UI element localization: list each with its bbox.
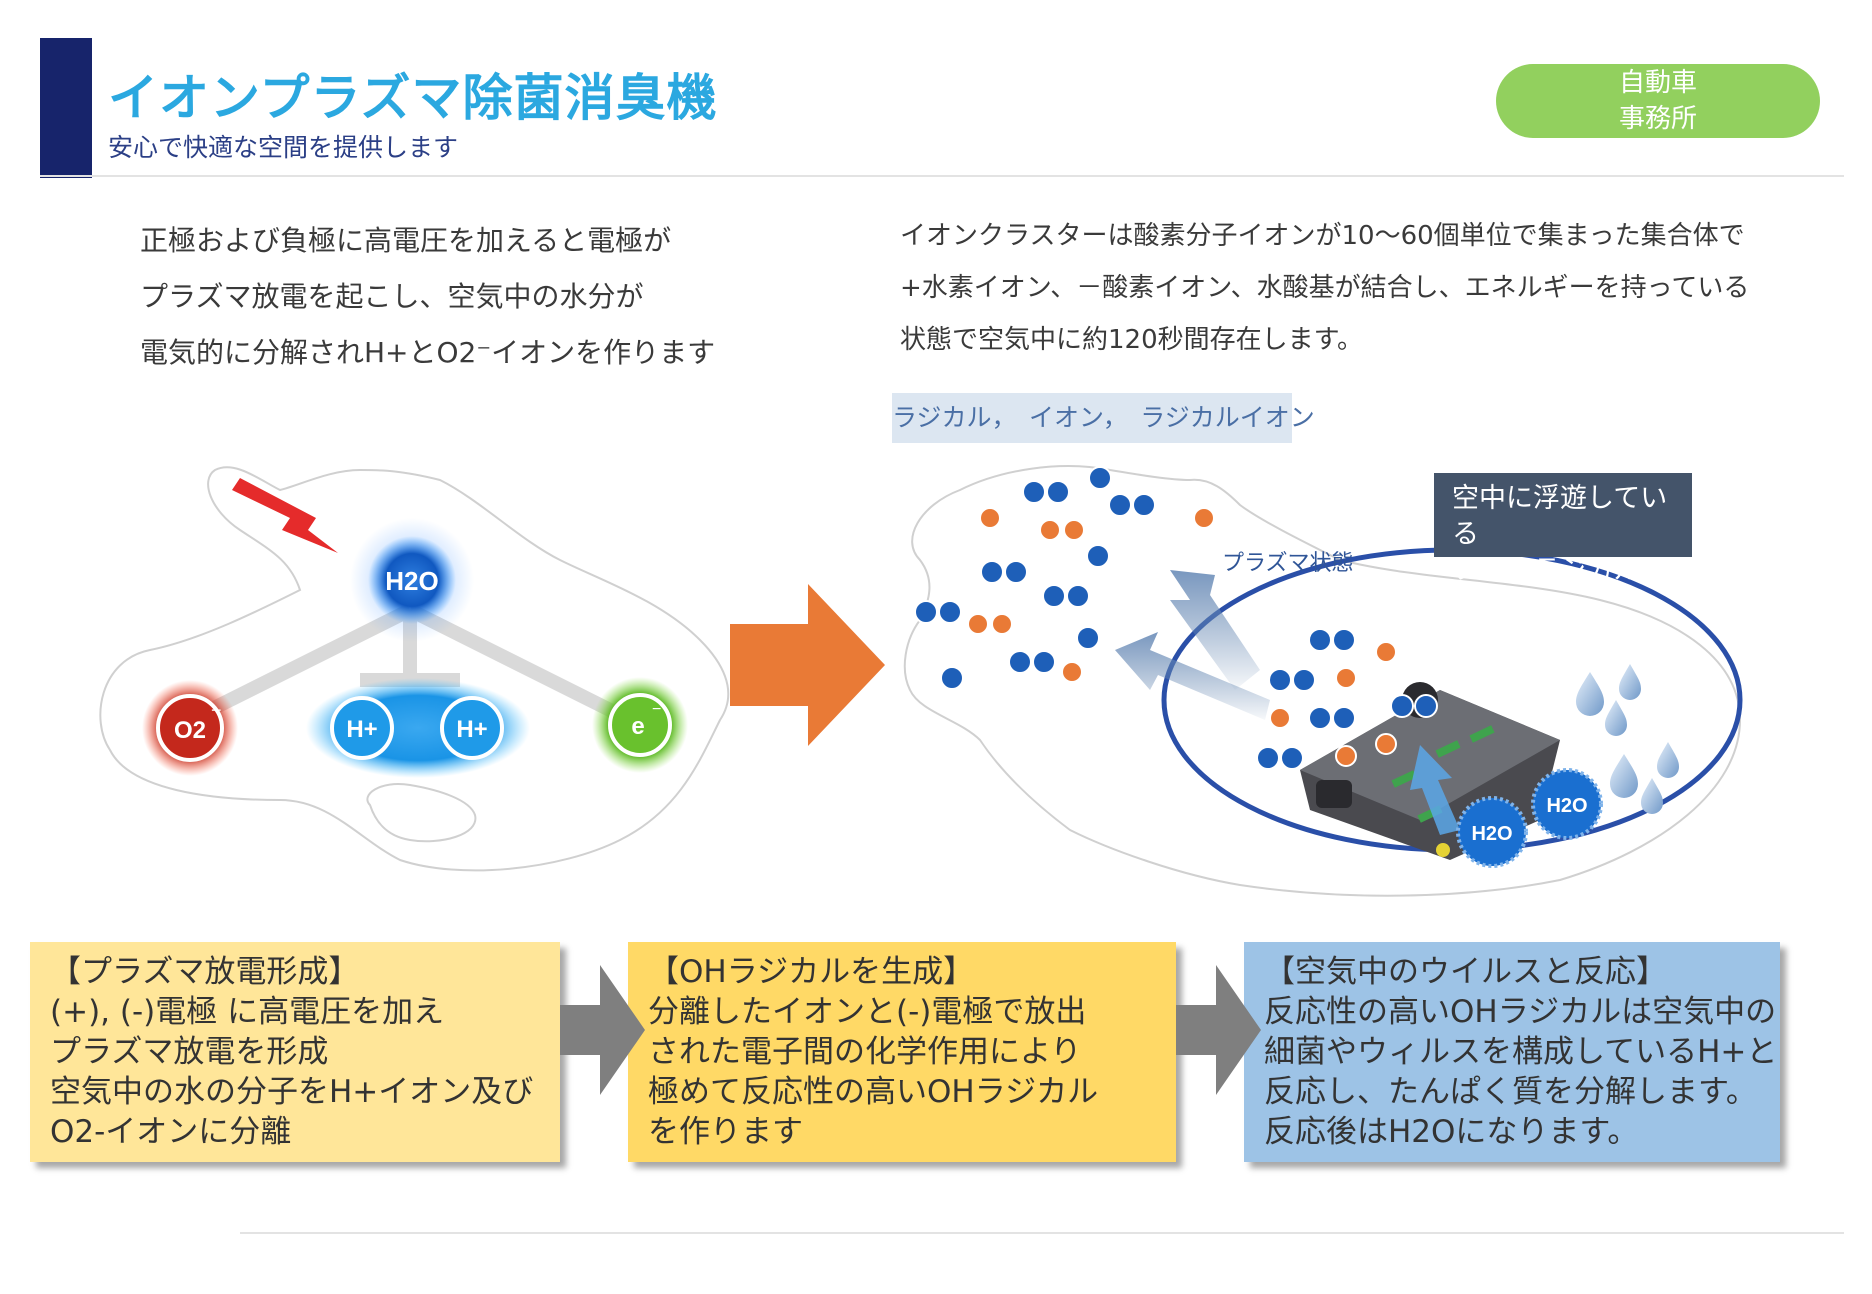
step-oh-radical: 【OHラジカルを生成】 分離したイオンと(-)電極で放出 された電子間の化学作用… bbox=[628, 942, 1176, 1162]
left-description: 正極および負極に高電圧を加えると電極が プラズマ放電を起こし、空気中の水分が 電… bbox=[140, 213, 715, 381]
rising-arrow-2-icon bbox=[1115, 632, 1270, 720]
o2-charge: − bbox=[211, 700, 222, 720]
header-divider bbox=[40, 175, 1844, 177]
right-desc-line-3: 状態で空気中に約120秒間存在します。 bbox=[900, 325, 1364, 355]
step2-heading: 【OHラジカルを生成】 bbox=[648, 954, 975, 990]
step3-line-2: 細菌やウィルスを構成しているH+と bbox=[1264, 1034, 1778, 1070]
step-arrow-1-icon bbox=[560, 965, 645, 1095]
category-badge: 自動車 事務所 bbox=[1496, 64, 1820, 138]
electron bbox=[608, 693, 672, 757]
page-subtitle: 安心で快適な空間を提供します bbox=[108, 133, 459, 162]
h-plus-left bbox=[330, 696, 394, 760]
step1-line-1: (+), (-)電極 に高電圧を加え bbox=[50, 994, 445, 1030]
right-description: イオンクラスターは酸素分子イオンが10～60個単位で集まった集合体で +水素イオ… bbox=[900, 210, 1749, 366]
o2-ring bbox=[156, 694, 224, 762]
h2o-device-left-label: H2O bbox=[1471, 823, 1512, 845]
free-radical-line-2: フリーラジカル bbox=[1452, 555, 1641, 586]
step3-line-4: 反応後はH2Oになります。 bbox=[1264, 1114, 1639, 1150]
step1-heading: 【プラズマ放電形成】 bbox=[50, 954, 360, 990]
step2-line-2: された電子間の化学作用により bbox=[648, 1034, 1082, 1070]
h2o-device-right bbox=[1531, 768, 1603, 840]
left-desc-line-3: 電気的に分解されH+とO2⁻イオンを作ります bbox=[140, 336, 716, 369]
oxygen-particles bbox=[914, 480, 1438, 770]
left-desc-line-2: プラズマ放電を起こし、空気中の水分が bbox=[140, 280, 644, 313]
radical-ion-tag: ラジカル， イオン， ラジカルイオン bbox=[892, 393, 1315, 443]
right-desc-line-2: +水素イオン、－酸素イオン、水酸基が結合し、エネルギーを持っている bbox=[900, 273, 1750, 303]
right-desc-line-1: イオンクラスターは酸素分子イオンが10～60個単位で集まった集合体で bbox=[900, 221, 1745, 251]
step-virus-reaction: 【空気中のウイルスと反応】 反応性の高いOHラジカルは空気中の 細菌やウィルスを… bbox=[1244, 942, 1780, 1162]
h2o-label: H2O bbox=[385, 566, 438, 596]
left-desc-line-1: 正極および負極に高電圧を加えると電極が bbox=[140, 224, 672, 257]
process-arrow-icon bbox=[730, 584, 885, 746]
step1-line-4: O2-イオンに分離 bbox=[50, 1114, 292, 1150]
free-radical-line-1: 空中に浮遊している bbox=[1452, 483, 1668, 550]
step2-line-1: 分離したイオンと(-)電極で放出 bbox=[648, 994, 1087, 1030]
h-plus-right bbox=[440, 696, 504, 760]
footer-divider bbox=[240, 1232, 1844, 1234]
badge-line-car: 自動車 bbox=[1618, 68, 1697, 98]
device-arrow-icon bbox=[1410, 745, 1460, 835]
page-title: イオンプラズマ除菌消臭機 bbox=[108, 69, 718, 127]
free-radical-label: 空中に浮遊している フリーラジカル bbox=[1434, 473, 1692, 586]
left-cloud-hole bbox=[366, 783, 477, 843]
badge-line-office: 事務所 bbox=[1618, 104, 1697, 134]
step3-line-3: 反応し、たんぱく質を分解します。 bbox=[1264, 1074, 1757, 1110]
plasma-state-label: プラズマ状態 bbox=[1222, 551, 1354, 576]
step1-line-2: プラズマ放電を形成 bbox=[50, 1034, 329, 1070]
right-cloud-outline bbox=[903, 465, 1742, 897]
step2-line-4: を作ります bbox=[648, 1114, 803, 1150]
h2o-device-right-label: H2O bbox=[1546, 795, 1587, 817]
step3-heading: 【空気中のウイルスと反応】 bbox=[1264, 954, 1667, 990]
h-plus-right-label: H+ bbox=[456, 716, 487, 743]
electron-charge: − bbox=[652, 701, 661, 718]
water-drops bbox=[1576, 664, 1679, 814]
rising-arrow-1-icon bbox=[1170, 570, 1260, 690]
step3-line-1: 反応性の高いOHラジカルは空気中の bbox=[1264, 994, 1777, 1030]
step-arrow-2-icon bbox=[1176, 965, 1261, 1095]
left-cloud-outline bbox=[99, 466, 730, 872]
h2o-molecule bbox=[368, 536, 456, 624]
h-plus-left-label: H+ bbox=[346, 716, 377, 743]
step1-line-3: 空気中の水の分子をH+イオン及び bbox=[50, 1074, 534, 1110]
o2-label: O2 bbox=[174, 717, 206, 744]
step2-line-3: 極めて反応性の高いOHラジカル bbox=[648, 1074, 1099, 1110]
electron-label: e bbox=[631, 713, 644, 740]
lightning-icon bbox=[232, 478, 338, 553]
h2o-device-left bbox=[1456, 796, 1528, 868]
title-accent-bar bbox=[40, 38, 92, 178]
step-plasma-discharge: 【プラズマ放電形成】 (+), (-)電極 に高電圧を加え プラズマ放電を形成 … bbox=[30, 942, 560, 1162]
hydrogen-particles bbox=[967, 507, 1397, 767]
hydroxyl-particles bbox=[940, 466, 1112, 690]
